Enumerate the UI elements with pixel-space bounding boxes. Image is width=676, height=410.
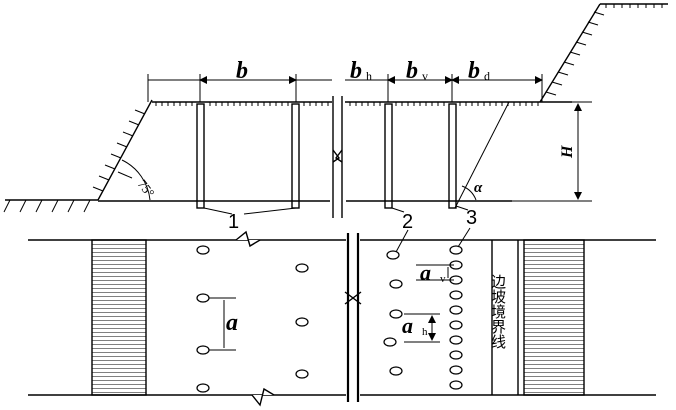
dim-ah: a h [402, 313, 440, 343]
dim-av-sub: v [440, 273, 446, 285]
borehole-1b [291, 103, 300, 209]
borehole-2 [384, 103, 393, 209]
right-hatch-band [523, 239, 585, 396]
dim-bv-label: b [406, 58, 418, 84]
callout-3: 3 [466, 207, 477, 229]
dim-bh-sub: h [366, 69, 372, 83]
break-mark-plan-bottom [251, 387, 275, 407]
dim-ah-label: a [402, 313, 413, 338]
dim-ah-sub: h [422, 326, 428, 338]
break-mark-plan-top [235, 230, 261, 248]
callout-2-leader [391, 207, 405, 213]
plan-leader-3 [457, 227, 471, 248]
slope-boundary-label: 边坡境界线 [489, 274, 507, 349]
right-slope-hatch [545, 11, 605, 96]
break-mark-top [332, 96, 343, 218]
break-mark-plan-zig [344, 291, 362, 305]
left-hatch-band [91, 239, 147, 396]
holes-row-1 [196, 245, 210, 393]
holes-row-3 [449, 245, 463, 390]
dim-bd-sub: d [484, 69, 490, 83]
alpha-arc [461, 185, 477, 201]
alpha-label: α [474, 180, 483, 196]
dim-b-right: b h b v b d [345, 58, 543, 102]
left-slope [97, 99, 153, 201]
right-top-plateau-ticks [605, 4, 663, 8]
dim-bv-sub: v [422, 69, 428, 83]
left-slope-hatch [92, 109, 146, 192]
callout-1-leader-b [243, 207, 297, 215]
bench-top-ticks [155, 102, 539, 106]
dim-H-label: H [559, 145, 576, 159]
presplit-incline [454, 101, 510, 209]
callout-1: 1 [228, 211, 239, 233]
plan-view: 边坡境界线 [28, 227, 656, 407]
angle-75-arc [121, 159, 151, 201]
dim-av: a v [416, 260, 454, 285]
callout-2: 2 [402, 211, 413, 233]
dim-av-label: a [420, 260, 431, 285]
dim-bd-label: b [468, 58, 480, 84]
section-view: 75° [3, 3, 668, 233]
dim-a: a [209, 297, 238, 351]
right-slope [539, 3, 601, 103]
callout-3-leader [455, 205, 469, 211]
dim-b-label: b [236, 58, 248, 84]
dim-b: b [147, 58, 332, 102]
angle-75-leader [117, 171, 133, 179]
holes-row-1b [295, 263, 309, 379]
borehole-1a [196, 103, 205, 209]
ground-hatch-left [3, 199, 91, 213]
break-mark-plan-middle [346, 233, 360, 402]
borehole-3 [448, 103, 457, 209]
plan-leader-2 [395, 229, 409, 253]
angle-75-label: 75° [135, 177, 158, 201]
dim-H: H [512, 101, 592, 202]
callout-1-leader-a [203, 207, 233, 215]
holes-row-2 [383, 250, 403, 376]
dim-bh-label: b [350, 58, 362, 84]
dim-a-label: a [226, 310, 238, 336]
